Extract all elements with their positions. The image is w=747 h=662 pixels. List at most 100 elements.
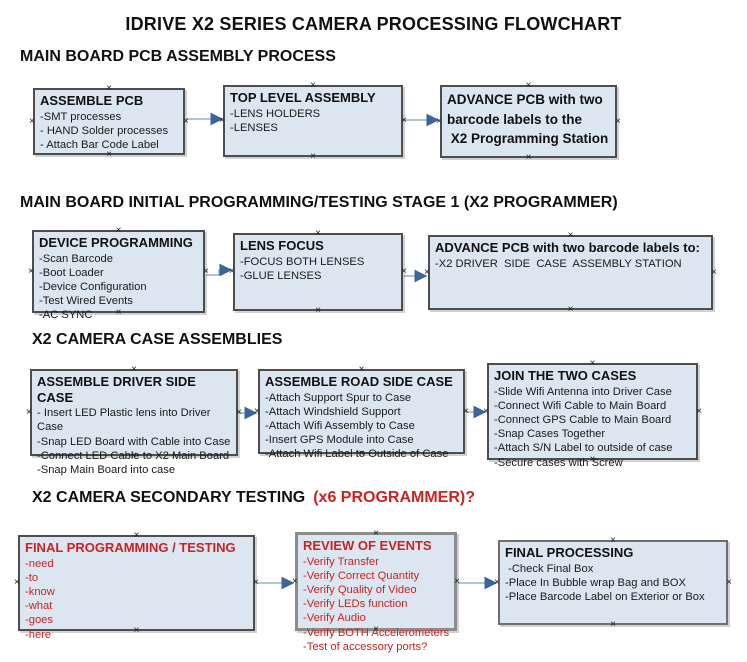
box-item: -X2 DRIVER SIDE CASE ASSEMBLY STATION [435, 257, 682, 270]
box-item: -Attach Support Spur to Case [265, 391, 412, 404]
flow-box-top-level-assembly: TOP LEVEL ASSEMBLY -LENS HOLDERS -LENSES… [219, 81, 407, 162]
box-title: FINAL PROCESSING [505, 545, 634, 560]
box-item: -Attach Wifi Assembly to Case [265, 420, 415, 433]
connection-handle-icon: × [726, 576, 732, 588]
box-item: -Test of accessory ports? [303, 640, 428, 653]
box-title: FINAL PROGRAMMING / TESTING [25, 540, 236, 555]
box-title: ASSEMBLE ROAD SIDE CASE [265, 374, 453, 389]
connection-handle-icon: × [454, 575, 460, 587]
connection-handle-icon: × [219, 115, 225, 126]
connection-handle-icon: × [696, 405, 702, 417]
box-title: ADVANCE PCB with two barcode labels to: [435, 240, 700, 255]
box-item: -Connect GPS Cable to Main Board [494, 414, 672, 427]
box-item: -here [25, 628, 52, 641]
connection-handle-icon: × [26, 406, 32, 418]
box-item: -Snap Cases Together [494, 428, 606, 441]
box-item: -GLUE LENSES [240, 269, 322, 282]
box-title: REVIEW OF EVENTS [303, 538, 432, 553]
flow-box-device-programming: DEVICE PROGRAMMING -Scan Barcode -Boot L… [28, 226, 209, 322]
box-title: ADVANCE PCB with two barcode labels to t… [447, 92, 609, 147]
box-item: -FOCUS BOTH LENSES [240, 255, 365, 268]
box-item: -Verify Quality of Video [303, 584, 417, 597]
box-item: -Attach S/N Label to outside of case [494, 442, 673, 455]
box-item: -Verify BOTH Accelerometers [303, 626, 450, 639]
flow-box-assemble-pcb: ASSEMBLE PCB -SMT processes - HAND Solde… [29, 84, 189, 160]
box-item: -Snap LED Board with Cable into Case [37, 435, 231, 448]
box-item: -what [25, 600, 53, 613]
box-item: -Secure cases with Screw [494, 456, 623, 469]
section-heading-secondary-testing-red: (x6 PROGRAMMER)? [313, 489, 475, 506]
connection-handle-icon: × [253, 577, 259, 588]
box-item: -Verify LEDs function [303, 598, 408, 611]
box-title: ASSEMBLE DRIVER SIDE CASE [37, 374, 200, 405]
box-item: -Insert GPS Module into Case [265, 434, 414, 447]
connection-handle-icon: × [229, 266, 235, 277]
box-item: -Test Wired Events [39, 295, 133, 308]
box-item: -Boot Loader [39, 266, 104, 279]
connection-handle-icon: × [14, 577, 20, 588]
connection-handle-icon: × [401, 115, 407, 126]
connection-handle-icon: × [494, 576, 500, 588]
flow-box-lens-focus: LENS FOCUS -FOCUS BOTH LENSES -GLUE LENS… [229, 229, 407, 316]
box-item: -to [25, 571, 39, 584]
box-item: -Slide Wifi Antenna into Driver Case [494, 385, 672, 398]
box-item: -Connect Wifi Cable to Main Board [494, 399, 667, 412]
connection-handle-icon: × [315, 305, 321, 316]
section-heading-case-assemblies: X2 CAMERA CASE ASSEMBLIES [32, 331, 283, 348]
connection-handle-icon: × [525, 152, 532, 163]
box-title: ASSEMBLE PCB [40, 93, 144, 108]
connection-handle-icon: × [310, 151, 316, 162]
section-heading-pcb-assembly: MAIN BOARD PCB ASSEMBLY PROCESS [20, 48, 336, 65]
box-item: -Place In Bubble wrap Bag and BOX [505, 576, 686, 589]
connection-handle-icon: × [711, 266, 717, 278]
flow-box-assemble-road-side-case: ASSEMBLE ROAD SIDE CASE -Attach Support … [254, 365, 469, 461]
connection-handle-icon: × [615, 115, 621, 127]
box-item: -need [25, 557, 54, 570]
flow-box-join-two-cases: JOIN THE TWO CASES -Slide Wifi Antenna i… [483, 359, 702, 469]
section-heading-secondary-testing: X2 CAMERA SECONDARY TESTING (x6 PROGRAMME… [32, 489, 475, 507]
connector-arrow [206, 263, 233, 277]
box-item: -know [25, 586, 55, 599]
box-item: - Attach Bar Code Label [40, 139, 159, 152]
box-item: -Attach Wifi Label to Outside of Case [265, 448, 449, 461]
box-item: -SMT processes [40, 110, 122, 123]
box-item: -Verify Transfer [303, 555, 379, 568]
flow-box-final-programming-testing: FINAL PROGRAMMING / TESTING -need -to -k… [14, 531, 259, 641]
connection-handle-icon: × [183, 115, 189, 127]
flow-box-advance-pcb-programming-station: ADVANCE PCB with two barcode labels to t… [436, 81, 621, 163]
flow-box-advance-pcb-case-assembly-station: ADVANCE PCB with two barcode labels to: … [424, 231, 717, 315]
box-item: -Check Final Box [505, 562, 594, 575]
page-title: IDRIVE X2 SERIES CAMERA PROCESSING FLOWC… [125, 14, 622, 34]
box-item: -AC SYNC [39, 309, 93, 322]
box-item: -Scan Barcode [39, 252, 114, 265]
section-heading-secondary-testing-black: X2 CAMERA SECONDARY TESTING [32, 489, 306, 506]
box-item: -Device Configuration [39, 281, 147, 294]
box-item: - Insert LED Plastic lens into Driver Ca… [37, 407, 214, 434]
connection-handle-icon: × [610, 619, 616, 630]
connection-handle-icon: × [567, 304, 574, 315]
box-title: LENS FOCUS [240, 238, 324, 253]
connection-handle-icon: × [292, 575, 298, 587]
box-item: -Verify Audio [303, 612, 366, 625]
box-item: -Connect LED Cable to X2 Main Board [37, 449, 230, 462]
box-item: -Attach Windshield Support [265, 405, 401, 418]
connection-handle-icon: × [236, 406, 242, 418]
box-item: -LENSES [230, 121, 278, 134]
connection-handle-icon: × [203, 265, 209, 277]
connection-handle-icon: × [254, 405, 260, 417]
box-item: -goes [25, 614, 53, 627]
section-heading-initial-programming: MAIN BOARD INITIAL PROGRAMMING/TESTING S… [20, 194, 618, 211]
connection-handle-icon: × [29, 115, 35, 127]
box-item: -Place Barcode Label on Exterior or Box [505, 591, 705, 604]
connection-handle-icon: × [401, 266, 407, 277]
box-title: TOP LEVEL ASSEMBLY [230, 90, 376, 105]
connection-handle-icon: × [483, 405, 489, 417]
connection-handle-icon: × [436, 115, 442, 127]
box-item: -LENS HOLDERS [230, 107, 321, 120]
box-item: - HAND Solder processes [40, 124, 169, 137]
connection-handle-icon: × [424, 266, 430, 278]
box-title: JOIN THE TWO CASES [494, 368, 637, 383]
flow-box-final-processing: FINAL PROCESSING -Check Final Box -Place… [494, 536, 732, 630]
flow-box-assemble-driver-side-case: ASSEMBLE DRIVER SIDE CASE - Insert LED P… [26, 365, 242, 477]
